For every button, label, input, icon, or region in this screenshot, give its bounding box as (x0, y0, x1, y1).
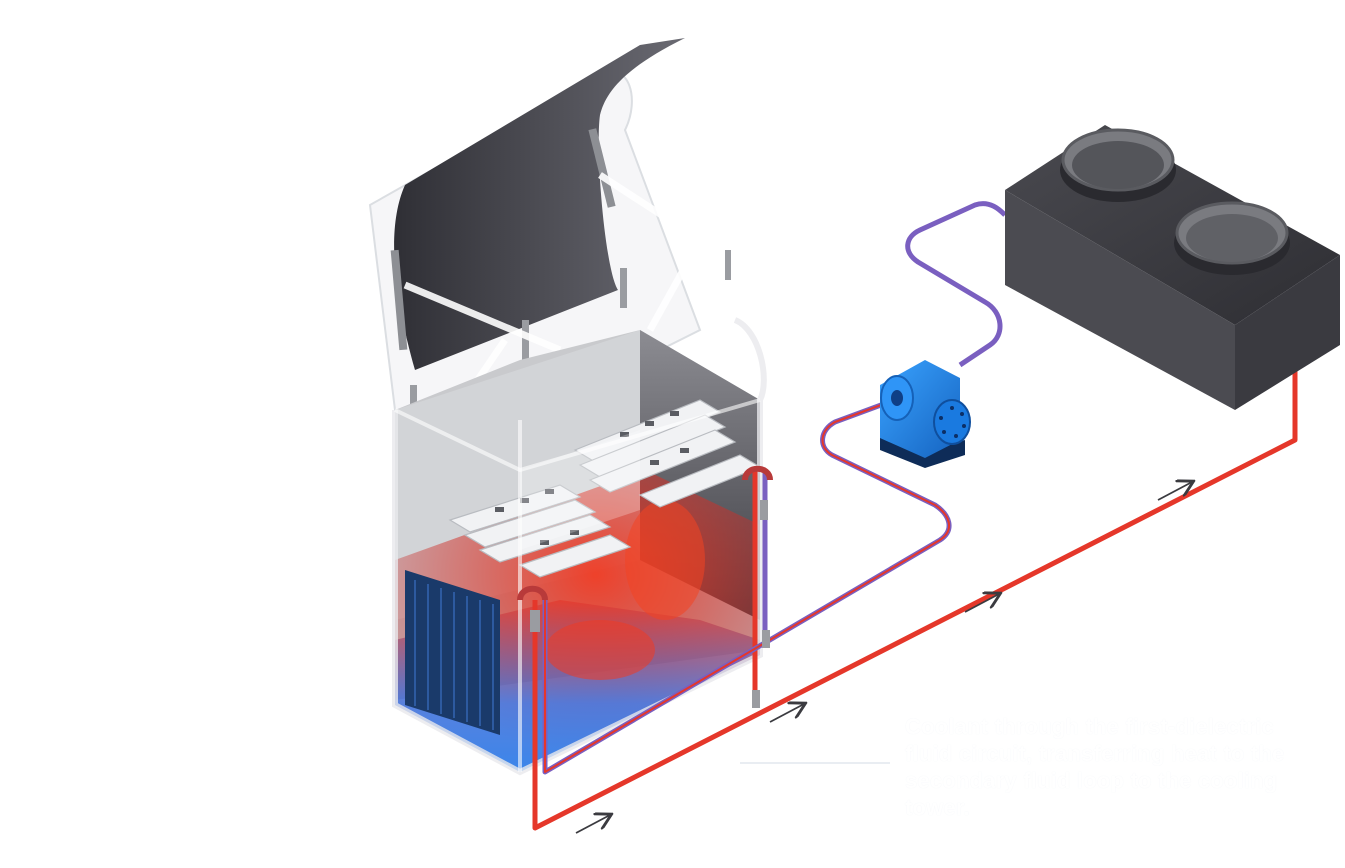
callout-text: Coolant through the first-dielectric flu… (905, 714, 1285, 820)
return-loop (542, 201, 1007, 775)
immersion-tank (368, 38, 767, 776)
flow-arrow-icon (964, 594, 999, 613)
fan-icon (1060, 128, 1176, 202)
lid-panel (394, 38, 685, 370)
flow-arrow-icon (769, 704, 804, 723)
flow-arrow-icon (1157, 482, 1192, 501)
circulation-pump (880, 360, 971, 468)
heat-exchanger (405, 570, 500, 735)
fan-icon (1174, 201, 1290, 275)
dry-cooler (1005, 125, 1340, 410)
callout-leader-line (740, 762, 890, 764)
flow-arrow-icon (575, 815, 610, 834)
flow-arrows (575, 482, 1192, 834)
